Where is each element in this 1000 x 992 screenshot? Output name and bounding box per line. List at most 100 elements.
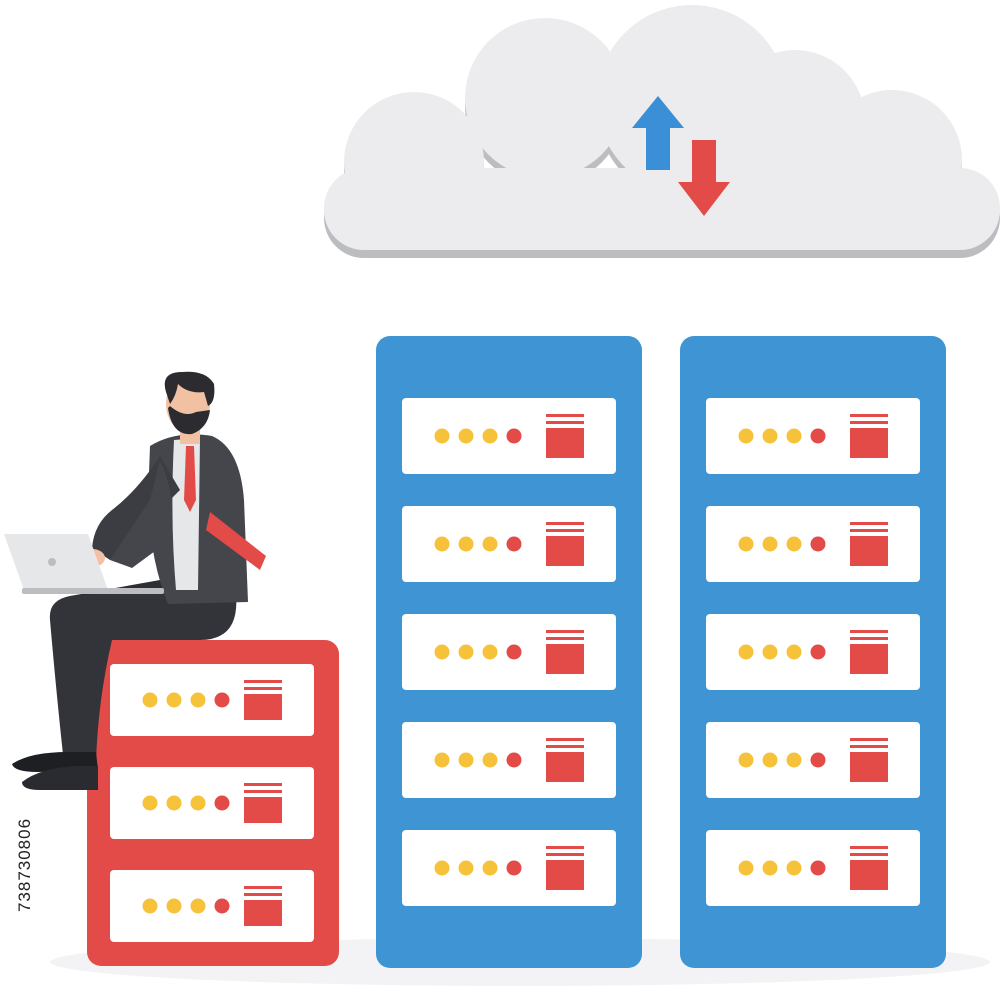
server-unit: [706, 722, 920, 798]
server-unit: [402, 614, 616, 690]
vent-line: [850, 421, 888, 424]
server-unit: [402, 506, 616, 582]
status-led: [506, 752, 522, 768]
status-led: [214, 795, 230, 811]
status-led: [738, 536, 754, 552]
status-led: [786, 752, 802, 768]
status-led: [166, 795, 182, 811]
hair: [164, 371, 215, 406]
vent-line: [546, 421, 584, 424]
vent-line: [244, 783, 282, 786]
status-led: [482, 644, 498, 660]
businessman-figure: [12, 371, 266, 790]
vent-line: [850, 853, 888, 856]
status-led: [810, 428, 826, 444]
server-unit: [402, 722, 616, 798]
status-led: [762, 644, 778, 660]
drive-bay: [546, 536, 584, 566]
status-led: [434, 644, 450, 660]
status-led: [214, 692, 230, 708]
status-led: [458, 752, 474, 768]
status-led: [482, 536, 498, 552]
beard: [168, 406, 210, 435]
vent-line: [546, 738, 584, 741]
status-led: [142, 898, 158, 914]
server-unit: [110, 767, 314, 839]
status-led: [762, 860, 778, 876]
drive-bay: [244, 694, 282, 720]
vent-line: [244, 680, 282, 683]
status-led: [458, 860, 474, 876]
vent-line: [850, 522, 888, 525]
status-led: [810, 536, 826, 552]
vent-line: [850, 738, 888, 741]
drive-bay: [546, 644, 584, 674]
upload-arrow-icon: [632, 96, 684, 170]
status-led: [738, 428, 754, 444]
vent-line: [546, 529, 584, 532]
cloud-icon: [324, 5, 1000, 258]
status-led: [166, 692, 182, 708]
status-led: [458, 536, 474, 552]
status-led: [762, 752, 778, 768]
status-led: [786, 644, 802, 660]
drive-bay: [850, 536, 888, 566]
status-led: [762, 428, 778, 444]
server-unit: [706, 830, 920, 906]
vent-line: [546, 637, 584, 640]
status-led: [762, 536, 778, 552]
status-led: [166, 898, 182, 914]
server-unit: [706, 506, 920, 582]
drive-bay: [546, 860, 584, 890]
drive-bay: [850, 428, 888, 458]
vent-line: [850, 630, 888, 633]
shoe: [22, 766, 98, 790]
vent-line: [546, 846, 584, 849]
drive-bay: [546, 752, 584, 782]
vent-line: [546, 853, 584, 856]
status-led: [458, 428, 474, 444]
status-led: [190, 692, 206, 708]
vent-line: [850, 846, 888, 849]
server-unit-panel: [110, 870, 314, 942]
vent-line: [850, 745, 888, 748]
status-led: [810, 644, 826, 660]
server-unit: [402, 398, 616, 474]
status-led: [142, 795, 158, 811]
status-led: [482, 752, 498, 768]
server-unit: [706, 398, 920, 474]
status-led: [786, 428, 802, 444]
status-led: [190, 795, 206, 811]
status-led: [434, 428, 450, 444]
status-led: [506, 536, 522, 552]
drive-bay: [850, 644, 888, 674]
server-unit: [706, 614, 920, 690]
status-led: [786, 536, 802, 552]
vent-line: [546, 630, 584, 633]
download-arrow-icon: [678, 140, 730, 216]
server-unit: [110, 870, 314, 942]
laptop-icon: [4, 534, 164, 594]
status-led: [738, 860, 754, 876]
status-led: [434, 752, 450, 768]
stock-id-label: 738730806: [8, 780, 42, 950]
status-led: [190, 898, 206, 914]
status-led: [786, 860, 802, 876]
drive-bay: [244, 797, 282, 823]
status-led: [506, 860, 522, 876]
status-led: [458, 644, 474, 660]
vent-line: [546, 522, 584, 525]
vent-line: [244, 893, 282, 896]
vent-line: [546, 414, 584, 417]
drive-bay: [244, 900, 282, 926]
server-unit-panel: [110, 767, 314, 839]
status-led: [142, 692, 158, 708]
status-led: [482, 428, 498, 444]
status-led: [738, 752, 754, 768]
vent-line: [850, 637, 888, 640]
status-led: [506, 428, 522, 444]
status-led: [738, 644, 754, 660]
vent-line: [244, 790, 282, 793]
status-led: [506, 644, 522, 660]
